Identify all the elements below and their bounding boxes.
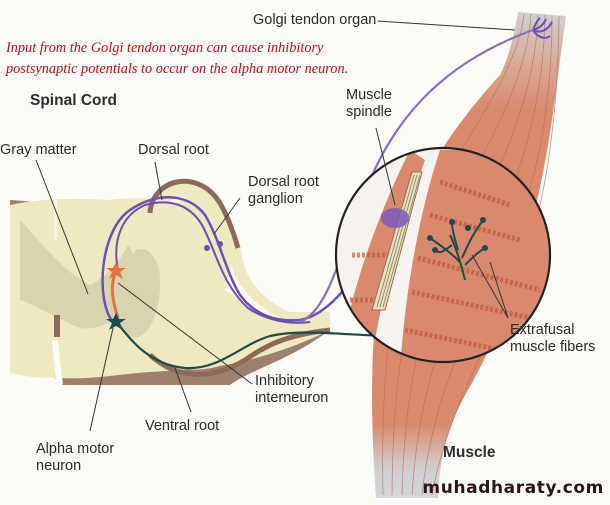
magnified-muscle-view — [334, 146, 552, 364]
label-inhibitory-line1: Inhibitory — [255, 373, 314, 389]
caption-line-1: Input from the Golgi tendon organ can ca… — [6, 40, 324, 56]
label-extrafusal-line2: muscle fibers — [510, 339, 596, 355]
watermark: muhadharaty.com — [422, 478, 604, 498]
label-dorsal-root-ganglion-line1: Dorsal root — [248, 174, 319, 190]
label-spinal-cord: Spinal Cord — [30, 92, 117, 109]
caption-line-2: postsynaptic potentials to occur on the … — [6, 61, 349, 77]
label-alpha-motor-line1: Alpha motor — [36, 441, 115, 457]
label-dorsal-root-ganglion-line2: ganglion — [248, 191, 303, 207]
alpha-motor-neuron-soma — [106, 313, 126, 330]
label-extrafusal-line1: Extrafusal — [510, 322, 575, 338]
label-gray-matter: Gray matter — [0, 142, 77, 158]
label-muscle-spindle: Muscle spindle — [346, 87, 392, 121]
label-alpha-motor-line2: neuron — [36, 458, 82, 474]
label-muscle-spindle-line2: spindle — [346, 104, 392, 120]
label-alpha-motor-neuron: Alpha motor neuron — [36, 441, 114, 475]
label-inhibitory-interneuron: Inhibitory interneuron — [255, 373, 328, 407]
label-inhibitory-line2: interneuron — [255, 390, 329, 406]
label-golgi-tendon-organ: Golgi tendon organ — [253, 12, 377, 28]
inhibitory-interneuron-shape — [106, 262, 126, 319]
golgi-tendon-organ-endings — [532, 17, 553, 39]
label-dorsal-root: Dorsal root — [138, 142, 209, 158]
label-ventral-root: Ventral root — [145, 418, 220, 434]
label-extrafusal-fibers: Extrafusal muscle fibers — [510, 322, 595, 356]
figure-caption: Input from the Golgi tendon organ can ca… — [6, 38, 348, 80]
leader-lines — [35, 20, 516, 432]
label-muscle-spindle-line1: Muscle — [346, 87, 392, 103]
label-dorsal-root-ganglion: Dorsal root ganglion — [248, 174, 319, 208]
spinal-cord — [10, 178, 331, 386]
label-muscle: Muscle — [443, 444, 496, 461]
